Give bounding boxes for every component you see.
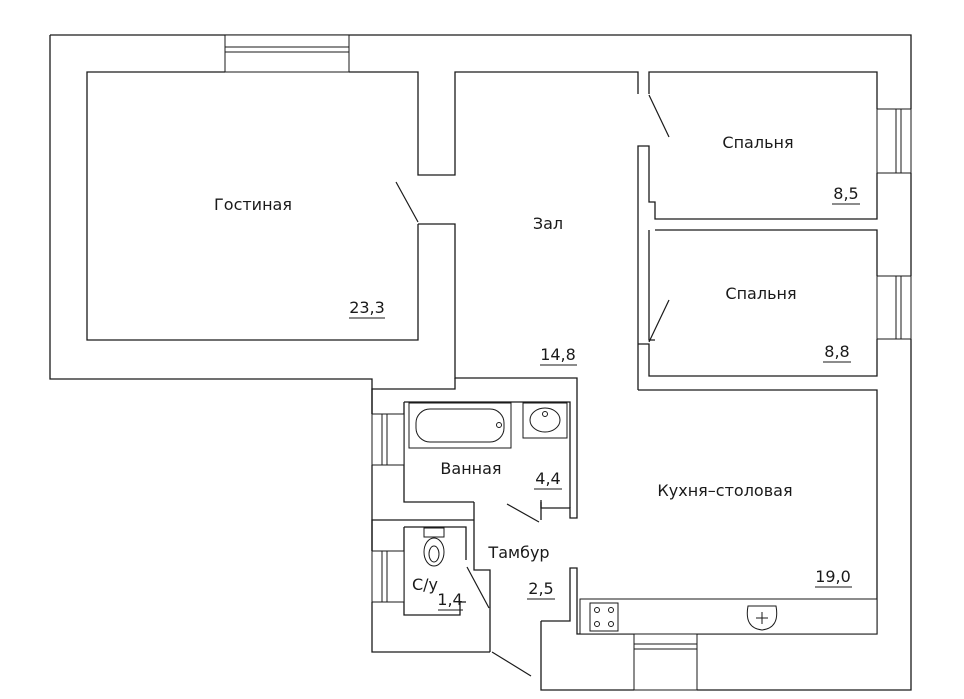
room-name-living: Гостиная — [214, 195, 292, 214]
room-area-bedroom-1: 8,5 — [833, 184, 858, 203]
window-kitchen — [633, 633, 698, 691]
door-bedroom-2 — [648, 299, 670, 343]
room-area-hall: 14,8 — [540, 345, 576, 364]
door-wc — [466, 566, 490, 609]
room-name-bathroom: Ванная — [440, 459, 501, 478]
room-area-bedroom-2: 8,8 — [824, 342, 849, 361]
room-name-kitchen: Кухня–столовая — [657, 481, 792, 500]
room-bedroom-2 — [638, 230, 878, 377]
room-bedroom-1 — [637, 71, 878, 390]
door-bedroom-1 — [648, 94, 670, 138]
toilet-icon — [423, 527, 445, 567]
room-name-bedroom-1: Спальня — [722, 133, 793, 152]
room-name-vestibule: Тамбур — [487, 543, 549, 562]
washbasin-icon — [522, 402, 568, 439]
room-area-kitchen: 19,0 — [815, 567, 851, 586]
window-wc — [371, 550, 405, 603]
room-name-bedroom-2: Спальня — [725, 284, 796, 303]
window-bedroom-2 — [876, 275, 912, 340]
labels: Гостиная 23,3 Зал 14,8 Спальня 8,5 Спаль… — [214, 133, 860, 611]
window-bedroom-1 — [876, 108, 912, 174]
room-name-hall: Зал — [533, 214, 563, 233]
window-living — [224, 34, 350, 73]
room-area-wc: 1,4 — [437, 590, 462, 609]
door-bathroom — [506, 503, 540, 523]
window-bathroom — [371, 413, 405, 466]
kitchen-counter — [579, 598, 878, 635]
room-vestibule — [473, 520, 491, 652]
door-living — [395, 181, 419, 223]
room-area-living: 23,3 — [349, 298, 385, 317]
room-kitchen — [540, 389, 878, 635]
kitchen-sink-icon — [746, 605, 778, 631]
bathtub-icon — [408, 402, 512, 449]
room-name-wc: С/у — [412, 575, 438, 594]
door-entrance — [491, 651, 532, 677]
room-area-vestibule: 2,5 — [528, 579, 553, 598]
room-area-bathroom: 4,4 — [535, 469, 560, 488]
